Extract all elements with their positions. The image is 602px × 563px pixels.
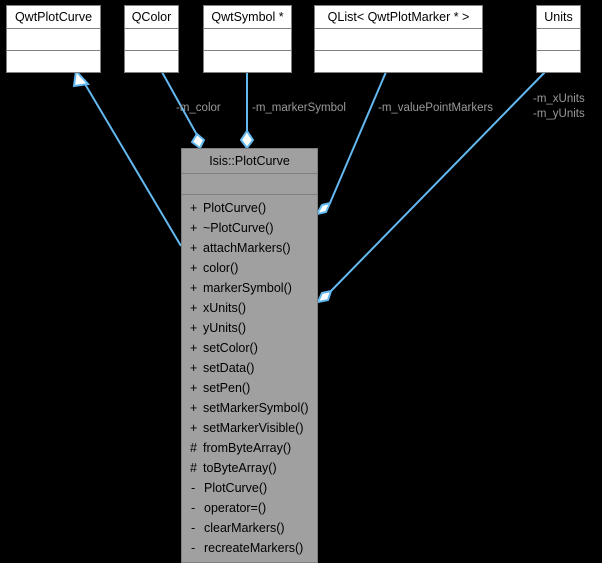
operation-name: clearMarkers() — [204, 521, 285, 535]
operation-name: setColor() — [203, 341, 258, 355]
class-node-units[interactable]: Units — [536, 5, 581, 73]
class-separator — [537, 50, 580, 51]
class-node-qlist-qwtplotmarker[interactable]: QList< QwtPlotMarker * > — [314, 5, 483, 73]
class-attributes-compartment — [204, 29, 291, 50]
class-attributes-compartment — [125, 29, 178, 50]
class-operations-compartment — [315, 51, 482, 72]
operation-name: operator=() — [204, 501, 267, 515]
operation-visibility: + — [190, 281, 198, 295]
operation-visibility: - — [191, 541, 196, 555]
operation-name: ~PlotCurve() — [203, 221, 274, 235]
edge-m-value-point-markers — [315, 71, 387, 216]
class-operation-row: + PlotCurve() — [182, 198, 317, 218]
operation-name: PlotCurve() — [203, 201, 267, 215]
class-separator — [204, 28, 291, 29]
class-operation-row: # toByteArray() — [182, 458, 317, 478]
class-operation-row: + yUnits() — [182, 318, 317, 338]
operation-visibility: + — [190, 261, 198, 275]
operation-visibility: # — [190, 441, 197, 455]
class-operations-compartment — [7, 51, 100, 72]
class-separator — [7, 28, 100, 29]
class-operation-row: + setMarkerSymbol() — [182, 398, 317, 418]
class-operation-row: + attachMarkers() — [182, 238, 317, 258]
operation-visibility: - — [191, 481, 196, 495]
class-operations-compartment: + PlotCurve() + ~PlotCurve() + attachMarkers(… — [182, 195, 317, 562]
operation-name: recreateMarkers() — [204, 541, 304, 555]
class-node-qwtsymbol[interactable]: QwtSymbol * — [203, 5, 292, 73]
operation-visibility: + — [190, 341, 198, 355]
class-separator — [125, 50, 178, 51]
edge-label-m-marker-symbol: -m_markerSymbol — [252, 102, 346, 114]
class-operation-row: -operator=() — [182, 498, 317, 518]
operation-visibility: - — [191, 521, 196, 535]
class-node-qwtplotcurve[interactable]: QwtPlotCurve — [6, 5, 101, 73]
class-operation-row: + setPen() — [182, 378, 317, 398]
operation-name: setMarkerSymbol() — [203, 401, 309, 415]
operation-visibility: + — [190, 381, 198, 395]
class-operation-row: + markerSymbol() — [182, 278, 317, 298]
operation-name: fromByteArray() — [203, 441, 292, 455]
operation-visibility: + — [190, 361, 198, 375]
class-attributes-compartment — [7, 29, 100, 50]
class-title-qwtsymbol: QwtSymbol * — [211, 10, 284, 24]
operation-name: toByteArray() — [203, 461, 277, 475]
class-operation-row: + xUnits() — [182, 298, 317, 318]
class-separator — [125, 28, 178, 29]
edge-label-m-value-point-markers: -m_valuePointMarkers — [378, 102, 494, 114]
class-operation-row: # fromByteArray() — [182, 438, 317, 458]
operation-name: markerSymbol() — [203, 281, 292, 295]
edge-label-m-x-units: -m_xUnits — [533, 93, 585, 105]
class-attributes-compartment — [182, 174, 317, 194]
operation-name: xUnits() — [203, 301, 247, 315]
operation-visibility: + — [190, 401, 198, 415]
class-separator — [204, 50, 291, 51]
operation-visibility: - — [191, 501, 196, 515]
class-title-units: Units — [544, 10, 573, 24]
class-attributes-compartment — [315, 29, 482, 50]
edge-inheritance — [72, 68, 182, 247]
operation-name: PlotCurve() — [204, 481, 268, 495]
operation-name: yUnits() — [203, 321, 247, 335]
class-node-qcolor[interactable]: QColor — [124, 5, 179, 73]
class-operations-compartment — [204, 51, 291, 72]
class-operation-row: + color() — [182, 258, 317, 278]
class-title-qwtplotcurve: QwtPlotCurve — [14, 10, 93, 24]
class-attributes-compartment — [537, 29, 580, 50]
operation-name: setPen() — [203, 381, 251, 395]
operation-visibility: + — [190, 241, 198, 255]
operation-visibility: + — [190, 201, 198, 215]
operation-visibility: + — [190, 301, 198, 315]
class-title-qcolor: QColor — [131, 10, 172, 24]
edge-label-m-color: -m_color — [176, 102, 221, 114]
class-separator — [315, 50, 482, 51]
class-separator — [7, 50, 100, 51]
class-operations-compartment — [125, 51, 178, 72]
class-separator — [182, 173, 317, 174]
class-title-qlist-qwtplotmarker: QList< QwtPlotMarker * > — [327, 10, 470, 24]
class-operation-row: -recreateMarkers() — [182, 538, 317, 558]
class-operation-row: + setMarkerVisible() — [182, 418, 317, 438]
class-title-isis-plotcurve: Isis::PlotCurve — [209, 154, 290, 168]
class-operations-compartment — [537, 51, 580, 72]
class-operation-row: -clearMarkers() — [182, 518, 317, 538]
class-node-isis-plotcurve[interactable]: Isis::PlotCurve +PlotCurve()+~PlotCurve(… — [181, 148, 318, 563]
class-operation-row: + setColor() — [182, 338, 317, 358]
operation-visibility: + — [190, 221, 198, 235]
operation-name: setMarkerVisible() — [203, 421, 304, 435]
operation-visibility: # — [190, 461, 197, 475]
operation-name: setData() — [203, 361, 255, 375]
class-separator — [315, 28, 482, 29]
class-operation-row: + ~PlotCurve() — [182, 218, 317, 238]
class-operation-row: + setData() — [182, 358, 317, 378]
class-separator — [182, 194, 317, 195]
operation-name: attachMarkers() — [203, 241, 291, 255]
operation-visibility: + — [190, 321, 198, 335]
edge-label-m-y-units: -m_yUnits — [533, 108, 585, 120]
operation-visibility: + — [190, 421, 198, 435]
class-operation-row: -PlotCurve() — [182, 478, 317, 498]
class-separator — [537, 28, 580, 29]
operation-name: color() — [203, 261, 239, 275]
